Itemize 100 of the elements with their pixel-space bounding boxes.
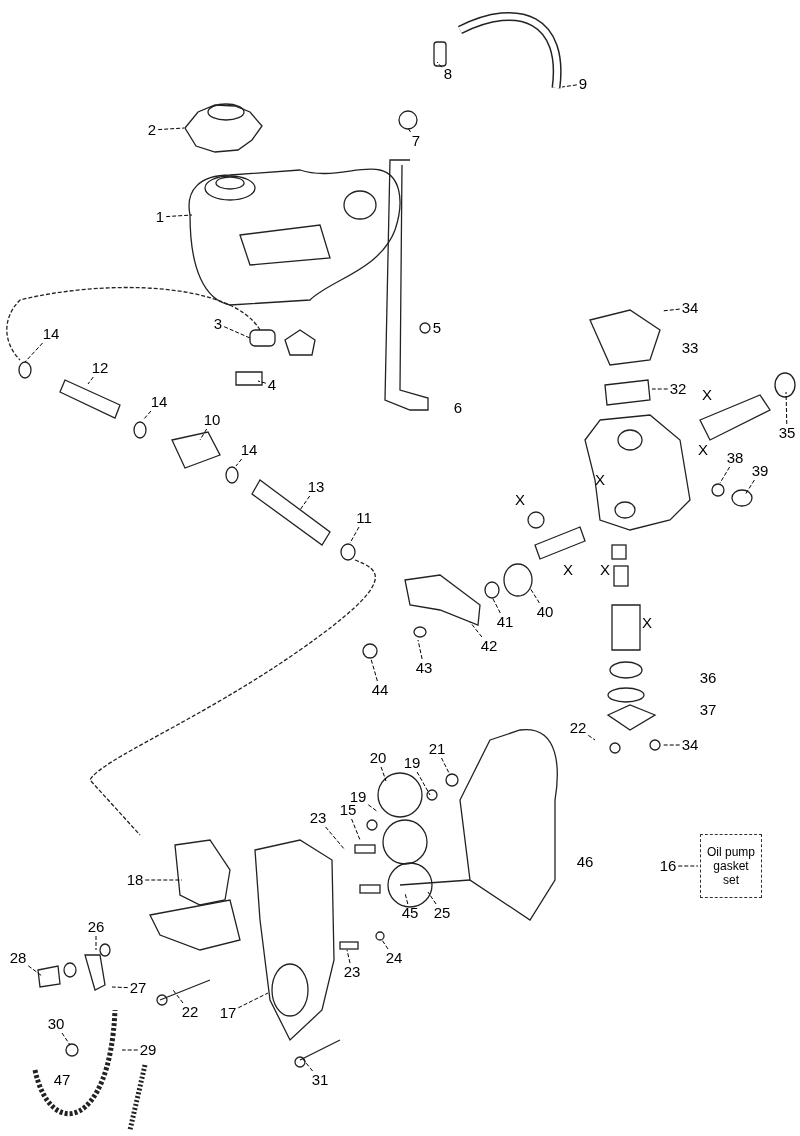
leader-line	[301, 1057, 314, 1072]
callout-number: 32	[669, 381, 687, 397]
leader-line	[172, 989, 184, 1004]
leader-line	[561, 84, 578, 88]
leader-line	[367, 804, 379, 813]
callout-number: 45	[401, 905, 419, 921]
leader-line	[651, 388, 669, 390]
leader-line	[436, 61, 443, 68]
leader-line	[407, 127, 411, 133]
leader-line	[27, 965, 43, 977]
callout-number: 19	[349, 789, 367, 805]
callout-number: 25	[433, 905, 451, 921]
callout-number: 24	[385, 950, 403, 966]
leader-line	[380, 766, 387, 782]
leader-line	[87, 376, 94, 385]
leader-line	[95, 935, 97, 951]
leader-line	[661, 308, 681, 312]
callout-number: 17	[219, 1005, 237, 1021]
callout-number: 28	[9, 950, 27, 966]
leader-line	[416, 771, 431, 796]
leader-line	[257, 380, 267, 384]
callout-number: 22	[569, 720, 587, 736]
callout-number: 6	[453, 400, 463, 416]
callout-number: 19	[403, 755, 421, 771]
callout-number: 36	[699, 670, 717, 686]
callout-number: 8	[443, 66, 453, 82]
callout-number: 42	[480, 638, 498, 654]
leader-line	[121, 1049, 139, 1051]
leader-line	[719, 466, 731, 484]
callout-number: 23	[309, 810, 327, 826]
callout-number: 16	[659, 858, 677, 874]
leader-line	[199, 428, 208, 441]
leader-line	[677, 865, 699, 867]
callout-number: 4	[267, 377, 277, 393]
callout-number: 14	[240, 442, 258, 458]
leader-line	[299, 495, 311, 511]
callout-number: 30	[47, 1016, 65, 1032]
leader-line	[165, 214, 193, 218]
callout-number: 20	[369, 750, 387, 766]
callout-number: 15	[339, 802, 357, 818]
leader-line	[441, 757, 451, 776]
callout-number: 14	[42, 326, 60, 342]
leader-line	[157, 127, 185, 131]
leader-line	[349, 526, 360, 544]
leader-line	[417, 639, 423, 660]
leader-line	[61, 1032, 71, 1046]
leader-line	[381, 939, 389, 950]
callout-number: 44	[371, 682, 389, 698]
callout-number: 5	[432, 320, 442, 336]
callout-number: 33	[681, 340, 699, 356]
reference-mark: X	[702, 387, 712, 403]
callout-number: 47	[53, 1072, 71, 1088]
leader-line	[325, 826, 346, 851]
leader-line	[661, 744, 681, 746]
callout-number: 29	[139, 1042, 157, 1058]
reference-mark: X	[642, 615, 652, 631]
leader-line	[587, 734, 596, 741]
leader-line	[529, 587, 540, 604]
callout-number: 21	[428, 741, 446, 757]
callout-number: 40	[536, 604, 554, 620]
leader-line	[491, 596, 501, 614]
leader-line	[370, 658, 378, 682]
callout-number: 13	[307, 479, 325, 495]
callout-number: 31	[311, 1072, 329, 1088]
callout-number: 46	[576, 854, 594, 870]
leader-line	[237, 992, 269, 1009]
leader-line	[785, 391, 788, 425]
leader-line	[351, 818, 361, 841]
reference-mark: X	[563, 562, 573, 578]
reference-mark: X	[595, 472, 605, 488]
callout-number: 34	[681, 737, 699, 753]
reference-mark: X	[515, 492, 525, 508]
callout-number: 9	[578, 76, 588, 92]
callout-number: 41	[496, 614, 514, 630]
leader-line	[427, 891, 437, 905]
callout-number: 26	[87, 919, 105, 935]
reference-mark: X	[698, 442, 708, 458]
reference-mark: X	[600, 562, 610, 578]
callout-number: 7	[411, 133, 421, 149]
callout-number: 37	[699, 702, 717, 718]
callout-number: 39	[751, 463, 769, 479]
gasket-set-package: Oil pump gasket set	[700, 834, 762, 898]
leader-line	[111, 986, 129, 989]
callout-number: 27	[129, 980, 147, 996]
callout-number: 34	[681, 300, 699, 316]
callout-number: 14	[150, 394, 168, 410]
leader-line	[235, 458, 243, 467]
leader-line	[144, 879, 183, 881]
callout-number: 22	[181, 1004, 199, 1020]
leader-line	[223, 326, 251, 339]
callout-number: 43	[415, 660, 433, 676]
callout-number: 18	[126, 872, 144, 888]
callout-number: 35	[778, 425, 796, 441]
callout-number: 2	[147, 122, 157, 138]
callout-number: 12	[91, 360, 109, 376]
callout-number: 23	[343, 964, 361, 980]
leader-line	[469, 621, 483, 638]
callout-number: 11	[356, 510, 372, 526]
leader-line	[404, 892, 409, 905]
leader-line	[744, 479, 755, 496]
